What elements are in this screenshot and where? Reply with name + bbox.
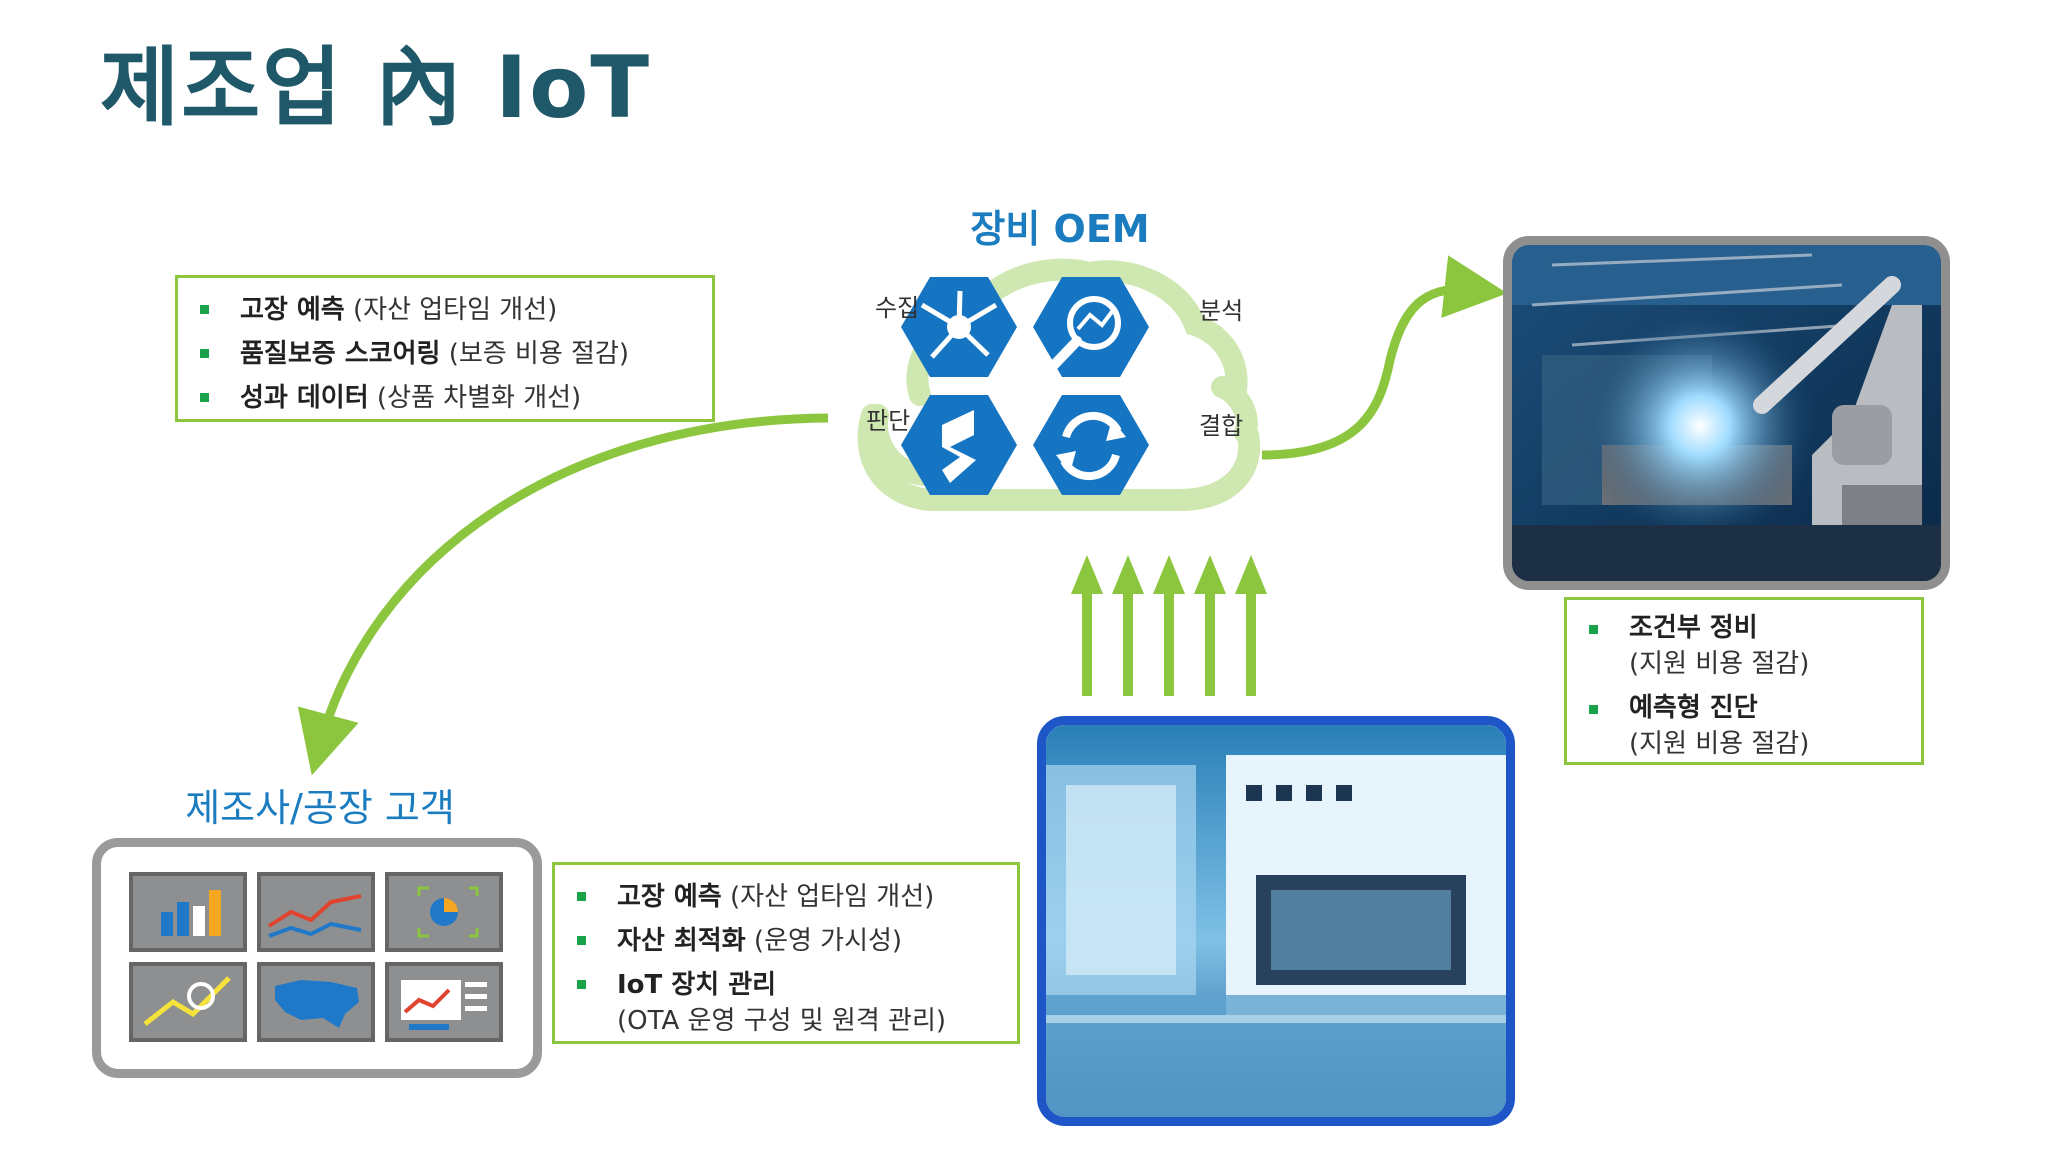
label-decide: 판단 — [866, 407, 911, 435]
list-item: 고장 예측 (자산 업타임 개선) — [555, 875, 1017, 919]
list-item: 품질보증 스코어링 (보증 비용 절감) — [178, 332, 712, 376]
arrow-to-robot — [1261, 255, 1508, 460]
usa-map-icon — [257, 962, 375, 1042]
upward-data-arrows — [1071, 555, 1267, 696]
label-analyze: 분석 — [1199, 297, 1244, 325]
line-chart-icon — [257, 872, 375, 952]
pie-focus-icon — [385, 872, 503, 952]
collect-hub-icon — [901, 277, 1017, 377]
oem-title: 장비 OEM — [970, 207, 1150, 251]
factory-benefits-box: 고장 예측 (자산 업타임 개선) 자산 최적화 (운영 가시성) IoT 장치… — [552, 862, 1020, 1044]
label-combine: 결합 — [1199, 412, 1244, 440]
combine-sync-icon — [1033, 395, 1149, 495]
trend-chart-icon — [129, 962, 247, 1042]
analyze-magnifier-icon — [1033, 277, 1149, 377]
list-item: 조건부 정비(지원 비용 절감) — [1567, 608, 1921, 682]
list-item: 고장 예측 (자산 업타임 개선) — [178, 288, 712, 332]
bar-chart-icon — [129, 872, 247, 952]
page-title: 제조업 內 IoT — [100, 38, 651, 138]
factory-floor-photo — [1037, 716, 1515, 1126]
report-chart-icon — [385, 962, 503, 1042]
decide-tool-icon — [901, 395, 1017, 495]
robot-welding-photo — [1503, 236, 1950, 590]
list-item: IoT 장치 관리(OTA 운영 구성 및 원격 관리) — [555, 963, 1017, 1039]
customer-title: 제조사/공장 고객 — [185, 786, 455, 830]
list-item: 자산 최적화 (운영 가시성) — [555, 919, 1017, 963]
label-collect: 수집 — [875, 294, 920, 322]
oem-benefits-box: 고장 예측 (자산 업타임 개선) 품질보증 스코어링 (보증 비용 절감) 성… — [175, 275, 715, 422]
oem-cloud-diagram — [857, 258, 1261, 511]
list-item: 성과 데이터 (상품 차별화 개선) — [178, 376, 712, 420]
service-benefits-box: 조건부 정비(지원 비용 절감) 예측형 진단(지원 비용 절감) — [1564, 597, 1924, 765]
arrow-to-customer — [297, 413, 829, 776]
list-item: 예측형 진단(지원 비용 절감) — [1567, 688, 1921, 762]
dashboard-illustration — [92, 838, 542, 1078]
